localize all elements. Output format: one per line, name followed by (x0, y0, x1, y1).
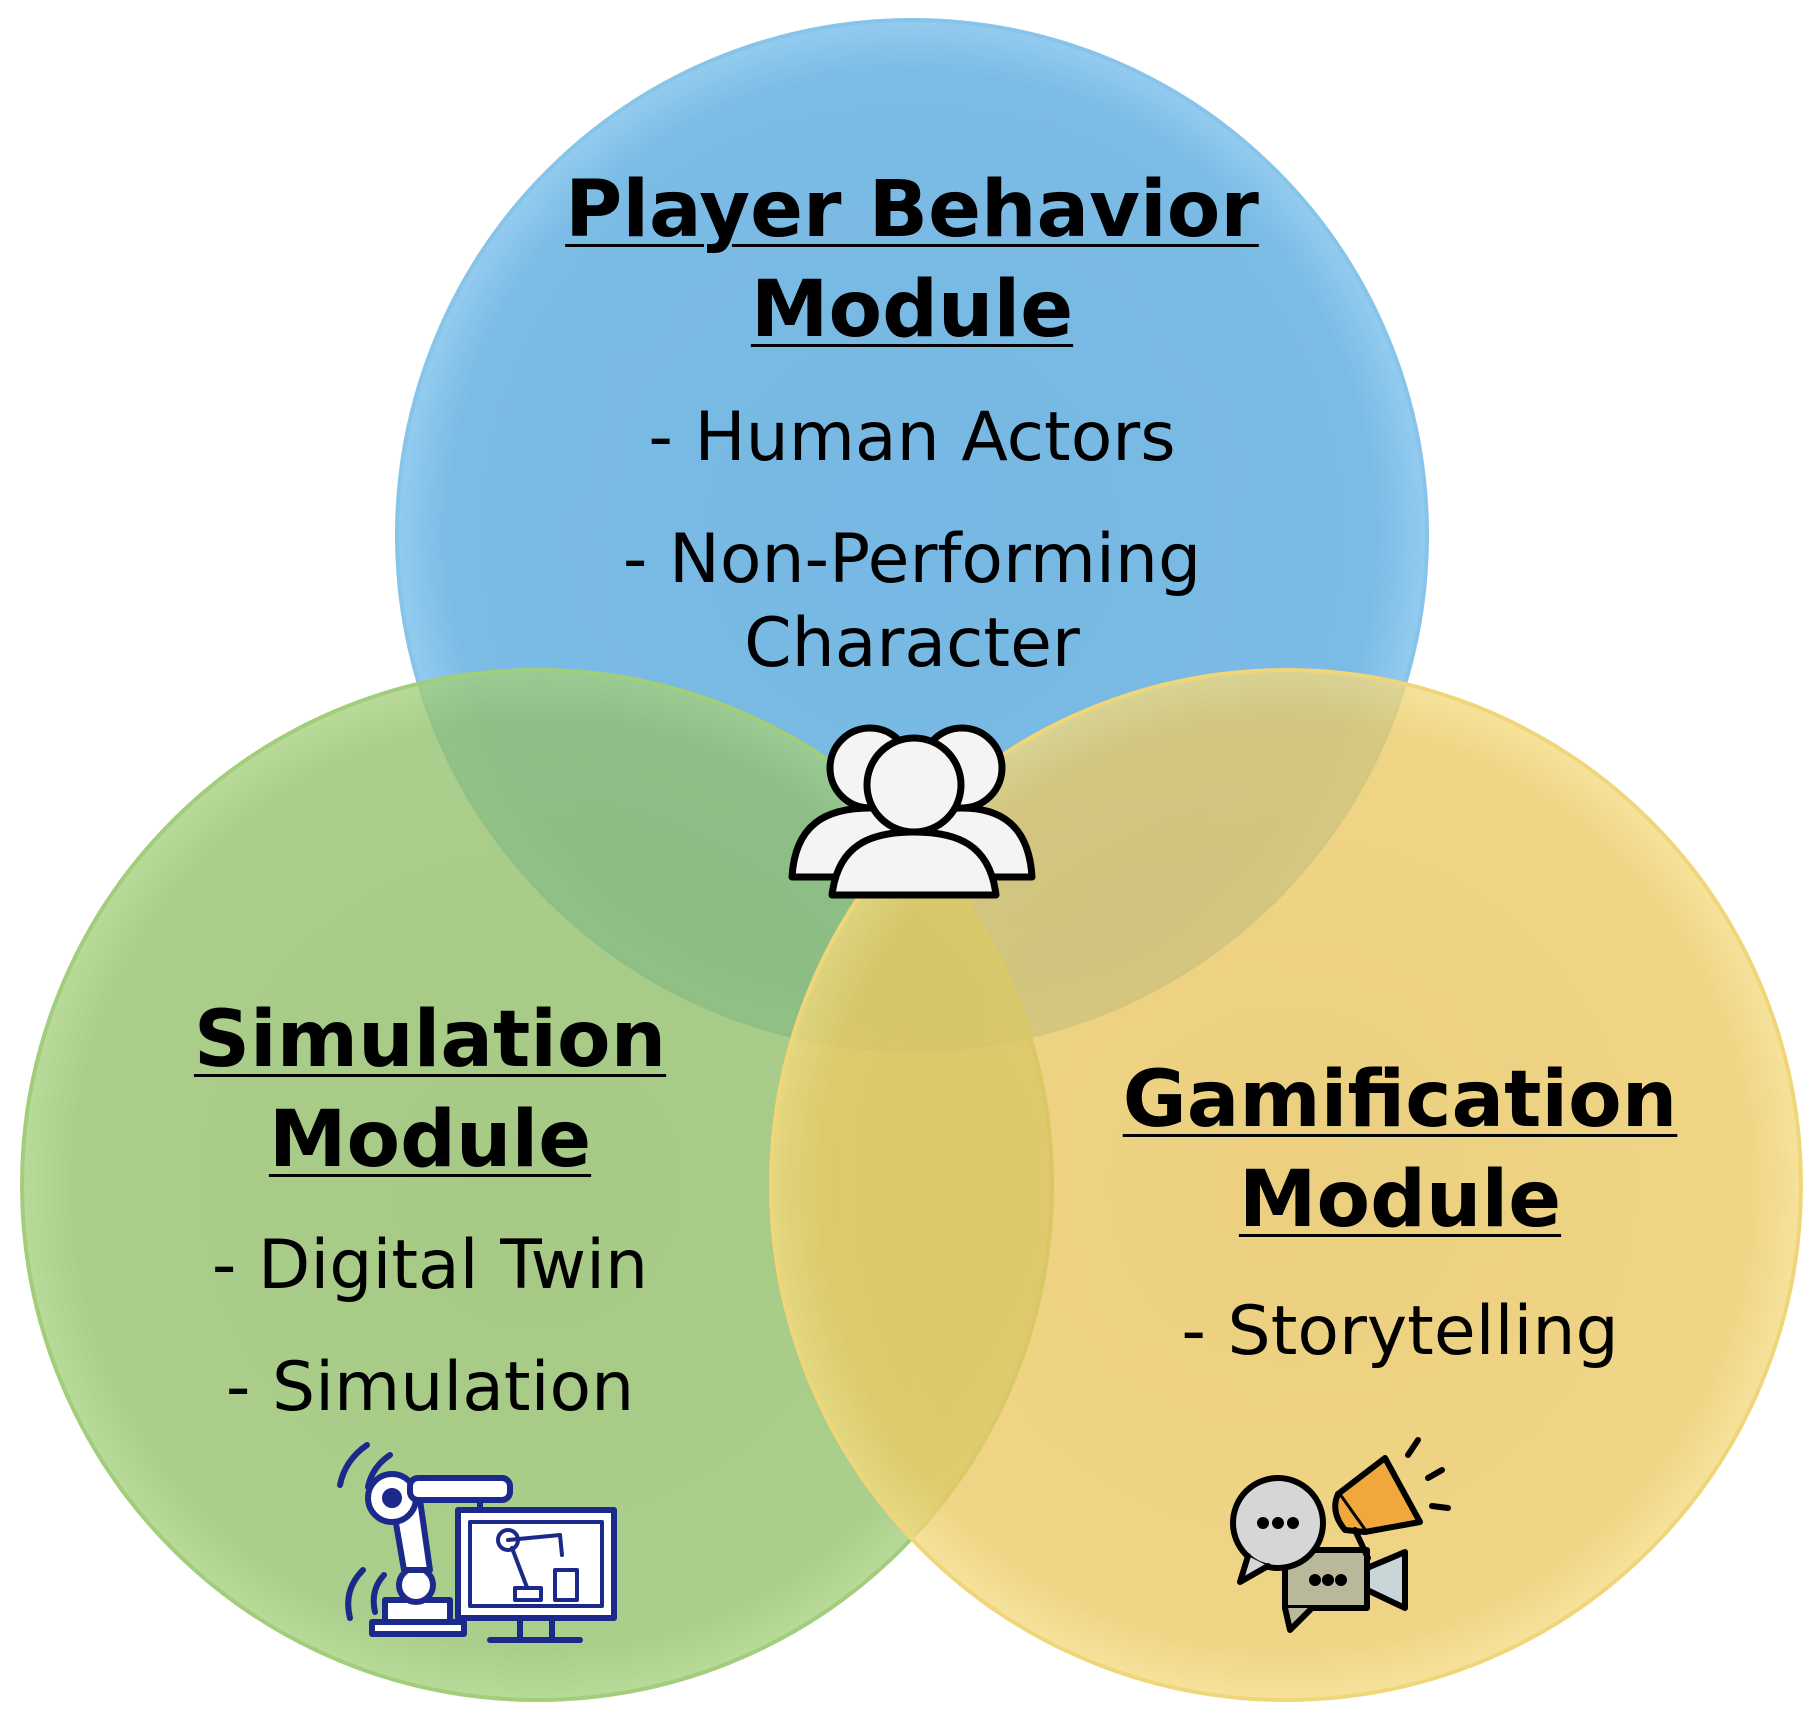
robot-arm-digital-twin-icon (337, 1442, 617, 1643)
storytelling-chat-megaphone-icon (1230, 1437, 1451, 1633)
gamification-title-line2: Module (1238, 1155, 1562, 1245)
player-behavior-item-non-performing: - Non-Performing (622, 520, 1202, 599)
player-behavior-title-line1: Player Behavior (565, 165, 1259, 255)
player-behavior-item-character: Character (744, 604, 1080, 683)
simulation-title-line1: Simulation (193, 995, 667, 1085)
simulation-label: Simulation Module - Digital Twin - Simul… (130, 990, 730, 1430)
users-group-icon (788, 724, 1036, 899)
gamification-title-line1: Gamification (1122, 1055, 1678, 1145)
simulation-title-line2: Module (268, 1095, 592, 1185)
player-behavior-item-human-actors: - Human Actors (648, 398, 1176, 477)
gamification-label: Gamification Module - Storytelling (1060, 1050, 1740, 1374)
gamification-item-storytelling: - Storytelling (1181, 1292, 1619, 1371)
gamification-circle (769, 668, 1803, 1702)
player-behavior-label: Player Behavior Module - Human Actors - … (512, 160, 1312, 686)
simulation-item-simulation: - Simulation (225, 1348, 635, 1427)
simulation-item-digital-twin: - Digital Twin (211, 1226, 649, 1305)
player-behavior-title-line2: Module (750, 265, 1074, 355)
